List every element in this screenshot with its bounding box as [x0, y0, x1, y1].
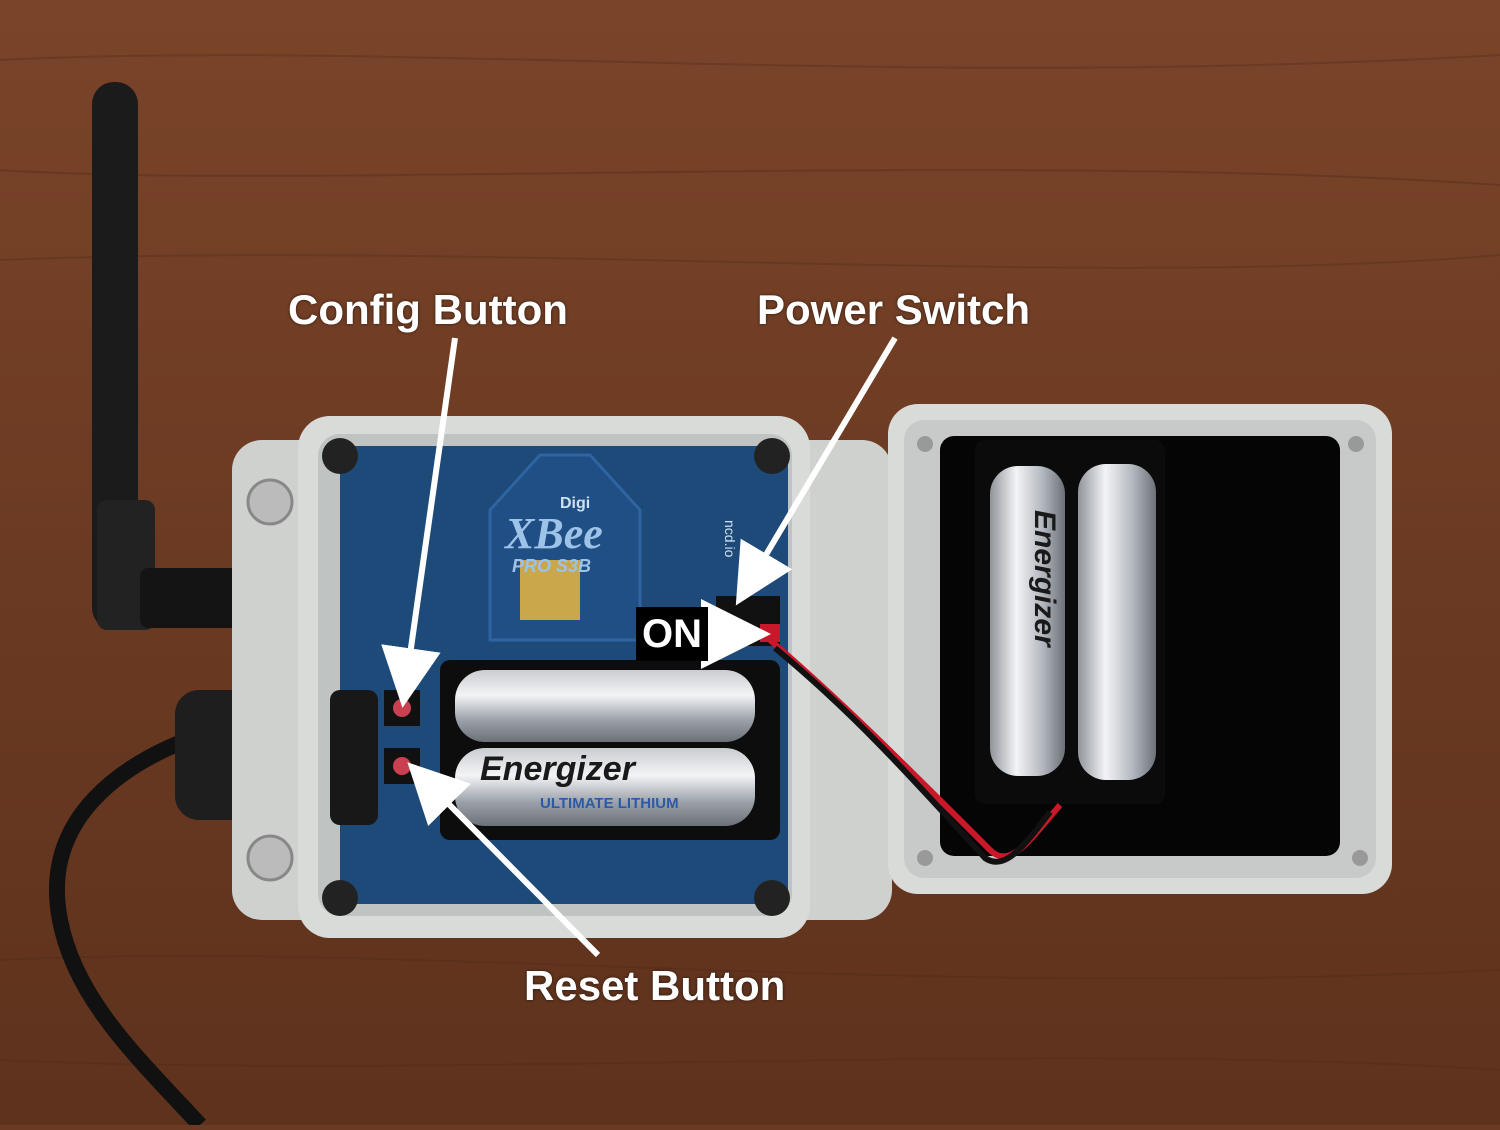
- lid-battery-1: [990, 466, 1065, 776]
- config-button-label: Config Button: [288, 286, 568, 333]
- svg-text:Digi: Digi: [560, 495, 590, 512]
- svg-text:XBee: XBee: [503, 509, 603, 558]
- black-wire: [773, 645, 1053, 865]
- config-button-arrow: [381, 337, 458, 708]
- battery-1: [455, 670, 755, 742]
- power-switch-label: Power Switch: [757, 286, 1031, 333]
- svg-text:Energizer: Energizer: [480, 750, 637, 788]
- svg-text:ncd.io: ncd.io: [722, 520, 738, 558]
- config-button-part: [393, 699, 411, 717]
- antenna: [92, 82, 138, 630]
- usb-cable: [48, 722, 218, 1130]
- reset-button-part: [393, 757, 411, 775]
- on-indicator-label: ON: [636, 607, 708, 661]
- reset-button-arrow: [407, 762, 601, 958]
- svg-text:ULTIMATE LITHIUM: ULTIMATE LITHIUM: [540, 795, 679, 812]
- lid-battery-2: [1078, 464, 1156, 780]
- reset-button-label: Reset Button: [524, 962, 786, 1009]
- battery-2: [455, 748, 755, 826]
- svg-text:Energizer: Energizer: [1028, 510, 1061, 649]
- svg-text:PRO S3B: PRO S3B: [512, 556, 591, 576]
- power-switch-arrow: [735, 336, 898, 606]
